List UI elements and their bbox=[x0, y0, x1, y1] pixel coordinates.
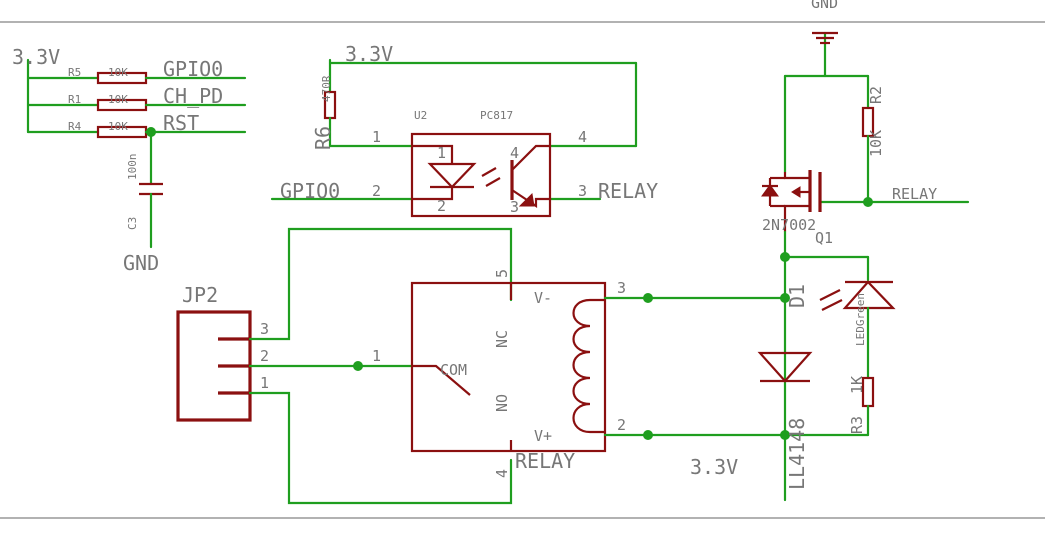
u2-pin1-outer: 1 bbox=[372, 128, 381, 146]
r5-value: 10K bbox=[108, 66, 128, 79]
junction-coil-2 bbox=[643, 430, 653, 440]
u2-part-label: PC817 bbox=[480, 109, 513, 122]
u2-pin3-inner: 3 bbox=[510, 198, 519, 216]
driver-block: GND R2 10K RELAY 2N7002 Q1 D1 LL4148 LED… bbox=[757, 0, 970, 502]
led-green bbox=[842, 280, 896, 310]
pullup-block: 3.3V R5 10K GPIO0 R1 10K CH_PD R4 10K RS… bbox=[12, 45, 247, 275]
relay-name-label: RELAY bbox=[515, 449, 575, 473]
r1-value: 10K bbox=[108, 93, 128, 106]
u2-pin4-inner: 4 bbox=[510, 144, 519, 162]
d1-label: D1 bbox=[785, 284, 809, 308]
jp2-label: JP2 bbox=[182, 283, 218, 307]
r6-label: R6 bbox=[311, 126, 335, 150]
r2-label: R2 bbox=[867, 86, 885, 104]
relay-nc-label: NC bbox=[493, 330, 511, 348]
jp2-pin2-label: 2 bbox=[260, 347, 269, 365]
relay-com-label: COM bbox=[440, 361, 467, 379]
q1-part-label: 2N7002 bbox=[762, 216, 816, 234]
junction-gate bbox=[863, 197, 873, 207]
d1-part-label: LL4148 bbox=[785, 418, 809, 490]
relay-vplus-label: V+ bbox=[534, 427, 552, 445]
relay-vminus-label: V- bbox=[534, 289, 552, 307]
relay-pin1-label: 1 bbox=[372, 347, 381, 365]
r1-label: R1 bbox=[68, 93, 81, 106]
d1-diode bbox=[757, 351, 813, 383]
net-rst-label: RST bbox=[163, 111, 199, 135]
relay-pin3-label: 3 bbox=[617, 279, 626, 297]
q1-arrow bbox=[791, 186, 801, 198]
u2-emitter-arrow bbox=[518, 192, 535, 207]
optocoupler-u2: R6 470R 3.3V U2 PC817 1 1 2 2 4 4 3 3 GP… bbox=[270, 42, 658, 218]
relay-k: 1 COM 5 NC NO 4 V- V+ 3 2 RELAY 3.3V bbox=[372, 269, 870, 479]
u2-led-triangle bbox=[427, 162, 477, 189]
relay-coil bbox=[572, 298, 605, 434]
r5-label: R5 bbox=[68, 66, 81, 79]
gnd-label-left: GND bbox=[123, 251, 159, 275]
u2-label: U2 bbox=[414, 109, 427, 122]
u2-package bbox=[410, 132, 552, 218]
relay-com-switch bbox=[412, 364, 471, 396]
led-part-label: LEDGreen bbox=[854, 293, 867, 346]
net-gpio0-label: GPIO0 bbox=[163, 57, 223, 81]
u2-pin1-inner: 1 bbox=[437, 144, 446, 162]
jp2-pin1-label: 1 bbox=[260, 374, 269, 392]
gnd-label-top: GND bbox=[811, 0, 838, 12]
net-ch-pd-label: CH_PD bbox=[163, 84, 223, 108]
net-gpio0-input: GPIO0 bbox=[280, 179, 340, 203]
relay-pin2-label: 2 bbox=[617, 416, 626, 434]
q1-body-diode bbox=[761, 184, 779, 197]
connector-jp2: JP2 3 2 1 bbox=[176, 227, 513, 505]
u2-pin3-outer: 3 bbox=[578, 182, 587, 200]
junction-d1-bottom bbox=[780, 430, 790, 440]
c3-label: C3 bbox=[126, 217, 139, 230]
q1-label: Q1 bbox=[815, 229, 833, 247]
relay-no-label: NO bbox=[493, 394, 511, 412]
relay-pin4-label: 4 bbox=[493, 469, 511, 478]
vcc-label-top: 3.3V bbox=[345, 42, 393, 66]
r4-value: 10K bbox=[108, 120, 128, 133]
junction-d1-top bbox=[780, 293, 790, 303]
u2-pin4-outer: 4 bbox=[578, 128, 587, 146]
r6-value: 470R bbox=[320, 75, 333, 102]
c3-value: 100n bbox=[126, 154, 139, 181]
junction-coil-3 bbox=[643, 293, 653, 303]
vcc-label-bottom: 3.3V bbox=[690, 455, 738, 479]
r2-value: 10K bbox=[867, 130, 885, 157]
r3-label: R3 bbox=[848, 416, 866, 434]
r4-label: R4 bbox=[68, 120, 82, 133]
junction-com bbox=[353, 361, 363, 371]
u2-pin2-outer: 2 bbox=[372, 182, 381, 200]
r3-value: 1K bbox=[848, 376, 866, 394]
net-relay-right: RELAY bbox=[892, 185, 937, 203]
relay-pin5-label: 5 bbox=[493, 269, 511, 278]
vcc-label-left: 3.3V bbox=[12, 45, 60, 69]
u2-pin2-inner: 2 bbox=[437, 197, 446, 215]
net-relay-output: RELAY bbox=[598, 179, 658, 203]
jp2-pin3-label: 3 bbox=[260, 320, 269, 338]
